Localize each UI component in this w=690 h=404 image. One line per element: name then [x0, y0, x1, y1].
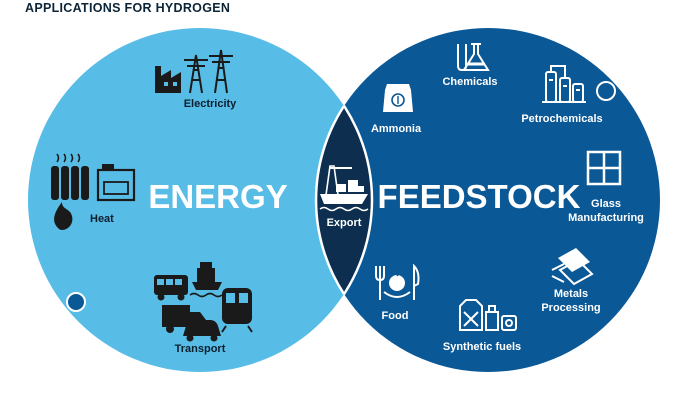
energy-heading: ENERGY: [148, 178, 287, 215]
energy-item-electricity: Electricity: [184, 98, 237, 110]
feedstock-item-food: Food: [382, 310, 409, 322]
feedstock-item-chemicals: Chemicals: [442, 76, 497, 88]
factory-pylon-icon: [155, 49, 233, 94]
radiator-stove-flame-icon: [51, 153, 136, 230]
refinery-icon: [542, 65, 586, 103]
decor-dot-left: [66, 292, 86, 312]
fuel-canisters-icon: [459, 299, 517, 331]
flask-icon: [457, 43, 490, 72]
steel-beam-icon: [551, 248, 594, 286]
fertilizer-sack-icon: [383, 84, 413, 112]
overlap-label-export: Export: [327, 217, 362, 229]
feedstock-item-ammonia: Ammonia: [371, 123, 422, 135]
feedstock-item-metals: Metals: [554, 288, 588, 300]
feedstock-item-glass: Glass: [591, 198, 621, 210]
feedstock-item-metals-line2: Processing: [541, 302, 600, 314]
window-icon: [586, 150, 622, 186]
plate-cutlery-icon: [375, 263, 420, 300]
energy-item-transport: Transport: [175, 343, 226, 355]
energy-item-heat: Heat: [90, 213, 114, 225]
feedstock-item-synthetic-fuels: Synthetic fuels: [443, 341, 521, 353]
energy-circle: [28, 28, 372, 372]
feedstock-item-petrochemicals: Petrochemicals: [521, 113, 602, 125]
decor-dot-right: [596, 81, 616, 101]
page-title: APPLICATIONS FOR HYDROGEN: [25, 1, 231, 15]
vehicles-icon: [154, 262, 253, 342]
feedstock-item-glass-line2: Manufacturing: [568, 212, 644, 224]
feedstock-heading: FEEDSTOCK: [378, 178, 581, 215]
cargo-ship-icon: [319, 165, 369, 212]
